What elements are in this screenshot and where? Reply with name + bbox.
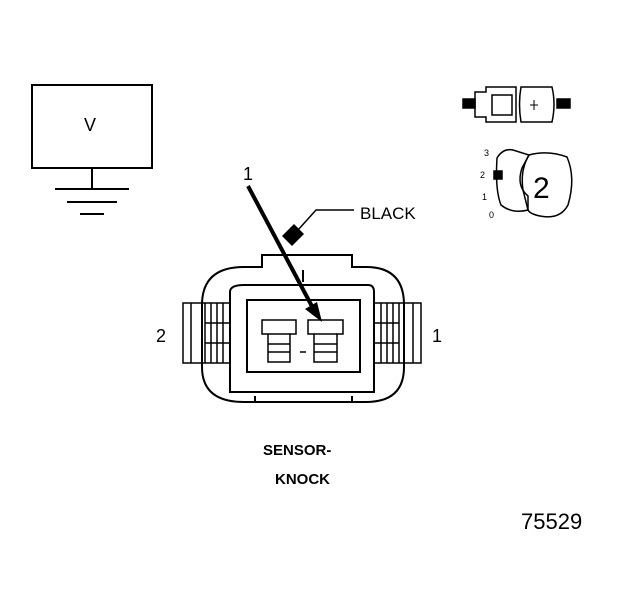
terminal-right [307,319,344,363]
pin-2-label: 2 [156,326,167,346]
scale-label-1: 1 [482,192,488,202]
component-title-line-2: KNOCK [275,471,330,488]
connector-side-view [462,86,571,123]
scale-label-3: 3 [484,148,490,158]
component-title-line-1: SENSOR- [263,442,332,459]
voltage-label: V [84,115,97,135]
pin-1-label: 1 [432,326,443,346]
figure-number: 75529 [521,509,583,534]
black-wire-marker [282,209,354,246]
callout-number: 1 [243,164,254,184]
voltage-source-symbol [31,84,153,215]
view-number: 2 [533,172,550,205]
latch-left [182,302,231,364]
terminal-left [261,319,297,363]
scale-label-2: 2 [480,170,486,180]
callout-arrow [246,185,322,322]
latch-right [373,302,422,364]
key-orientation-view [493,148,573,218]
wire-color-label: BLACK [360,204,416,223]
scale-label-0: 0 [489,210,495,220]
connector-housing [201,254,405,403]
